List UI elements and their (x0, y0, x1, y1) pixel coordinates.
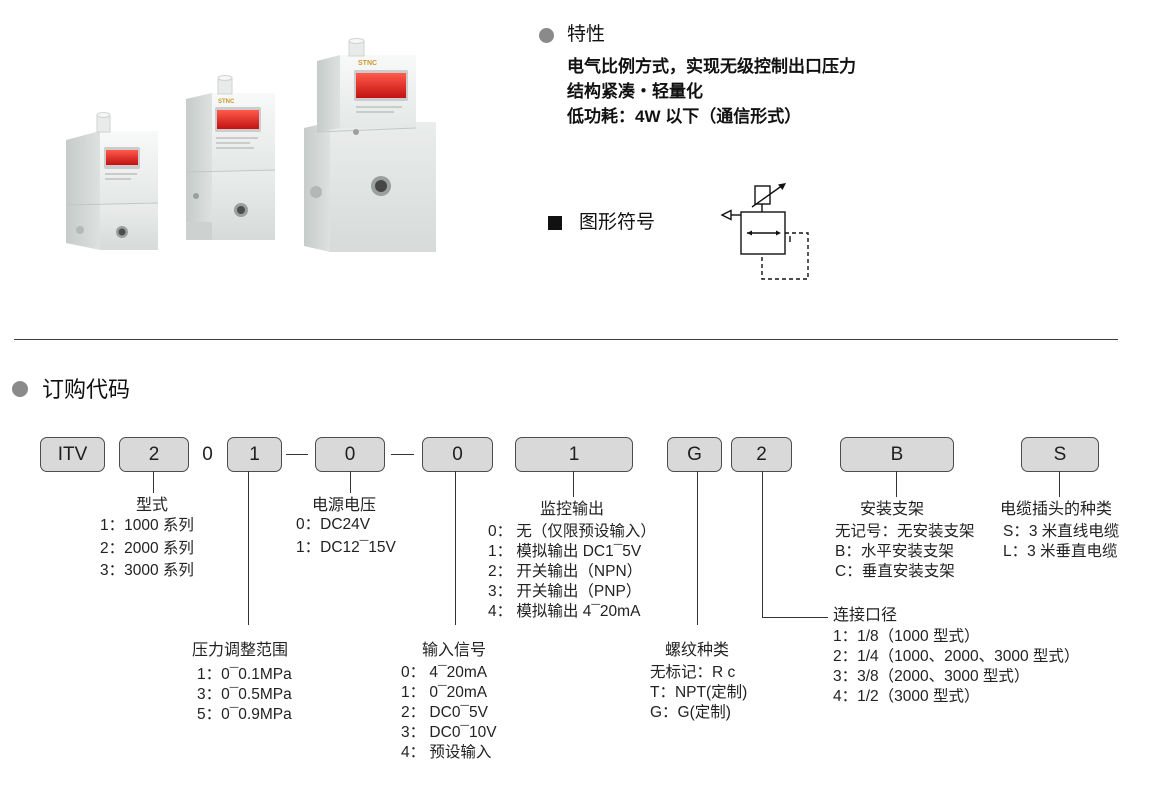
pressure-heading: 压力调整范围 (192, 642, 289, 659)
code-prefix-box: ITV (40, 437, 105, 472)
bracket-option: 无记号：无安装支架 (835, 523, 975, 540)
leader-line-port (762, 471, 763, 617)
bracket-option: B：水平安装支架 (835, 543, 954, 560)
bracket-heading: 安装支架 (860, 501, 925, 518)
code-cable-box: S (1021, 437, 1099, 472)
regulator-2000: STNC (185, 75, 276, 240)
thread-option: 无标记：R c (650, 664, 736, 681)
features-list: 电气比例方式，实现无级控制出口压力 结构紧凑・轻量化 低功耗：4W 以下（通信形… (567, 54, 856, 129)
input-options: 0： 4¯20mA 1： 0¯20mA 2： DC0¯5V 3： DC0¯10V… (401, 663, 497, 763)
cable-heading: 电缆插头的种类 (1000, 501, 1113, 518)
code-port-box: 2 (731, 437, 792, 472)
bullet-icon (12, 381, 28, 397)
input-option: 1： 0¯20mA (401, 684, 488, 701)
port-options: 1：1/8（1000 型式） 2：1/4（1000、2000、3000 型式） … (833, 627, 1079, 707)
monitor-option: 4： 模拟输出 4¯20mA (488, 603, 641, 620)
leader-line-input (455, 471, 456, 625)
model-option: 1：1000 系列 (100, 517, 194, 534)
square-bullet-icon (548, 216, 562, 230)
feature-item: 低功耗：4W 以下（通信形式） (567, 107, 802, 126)
feature-item: 电气比例方式，实现无级控制出口压力 (567, 57, 856, 76)
code-separator (286, 454, 308, 455)
code-bracket-box: B (840, 437, 954, 472)
input-option: 4： 预设输入 (401, 744, 492, 761)
leader-line-port-horizontal (762, 617, 828, 618)
port-heading: 连接口径 (833, 607, 898, 624)
pressure-option: 5：0¯0.9MPa (197, 706, 292, 723)
model-option: 2：2000 系列 (100, 539, 194, 557)
code-power-box: 0 (315, 437, 385, 472)
thread-option: T：NPT(定制) (650, 684, 748, 701)
cable-options: S：3 米直线电缆 L：3 米垂直电缆 (1003, 522, 1119, 562)
power-option: 0：DC24V (296, 516, 371, 533)
model-option: 3：3000 系列 (100, 562, 194, 579)
product-photo: STNC STNC (65, 38, 436, 252)
port-option: 4：1/2（3000 型式） (833, 688, 980, 705)
code-fixed-digit: 0 (202, 444, 213, 465)
symbol-title: 图形符号 (579, 212, 656, 233)
cable-option: S：3 米直线电缆 (1003, 523, 1120, 540)
leader-line-cable (1059, 471, 1060, 497)
input-option: 0： 4¯20mA (401, 664, 488, 681)
monitor-option: 3： 开关输出（PNP） (488, 583, 642, 600)
monitor-option: 2： 开关输出（NPN） (488, 563, 643, 580)
thread-options: 无标记：R c T：NPT(定制) G：G(定制) (650, 663, 747, 723)
code-separator (391, 454, 414, 455)
features-title: 特性 (567, 24, 606, 45)
monitor-heading: 监控输出 (540, 501, 605, 518)
input-option: 2： DC0¯5V (401, 704, 488, 721)
leader-line-monitor (573, 471, 574, 497)
model-options: 1：1000 系列 2：2000 系列 3：3000 系列 (100, 515, 194, 583)
led-display (106, 150, 138, 165)
pneumatic-symbol-diagram (720, 183, 809, 280)
code-pressure-box: 1 (227, 437, 282, 472)
bracket-options: 无记号：无安装支架 B：水平安装支架 C：垂直安装支架 (835, 522, 975, 582)
leader-line-bracket (896, 471, 897, 497)
monitor-option: 0： 无（仅限预设输入） (488, 523, 656, 540)
code-model-box: 2 (119, 437, 189, 472)
brand-logo: STNC (218, 99, 235, 105)
leader-line-power (350, 471, 351, 493)
port-option: 3：3/8（2000、3000 型式） (833, 668, 1030, 685)
port-option: 2：1/4（1000、2000、3000 型式） (833, 648, 1080, 665)
bracket-option: C：垂直安装支架 (835, 563, 955, 580)
section-divider (14, 339, 1118, 340)
thread-option: G：G(定制) (650, 704, 731, 721)
power-heading: 电源电压 (312, 497, 377, 514)
bullet-icon (539, 28, 554, 43)
pressure-options: 1：0¯0.1MPa 3：0¯0.5MPa 5：0¯0.9MPa (197, 665, 292, 725)
regulator-1000 (65, 112, 159, 250)
code-thread-box: G (667, 437, 722, 472)
power-option: 1：DC12¯15V (296, 538, 396, 556)
monitor-option: 1： 模拟输出 DC1¯5V (488, 543, 642, 560)
pressure-option: 3：0¯0.5MPa (197, 686, 292, 703)
feature-item: 结构紧凑・轻量化 (567, 82, 703, 101)
code-monitor-box: 1 (515, 437, 633, 472)
thread-heading: 螺纹种类 (665, 642, 730, 659)
model-heading: 型式 (136, 497, 169, 514)
leader-line-pressure (248, 471, 249, 625)
brand-logo: STNC (358, 60, 377, 67)
leader-line-thread (697, 471, 698, 625)
ordering-title: 订购代码 (42, 377, 131, 402)
port-option: 1：1/8（1000 型式） (833, 628, 980, 645)
input-option: 3： DC0¯10V (401, 724, 497, 741)
code-input-box: 0 (422, 437, 493, 472)
leader-line-model (153, 471, 154, 493)
input-heading: 输入信号 (422, 642, 487, 659)
pressure-option: 1：0¯0.1MPa (197, 666, 292, 683)
led-display (217, 110, 259, 129)
led-display (356, 73, 406, 98)
monitor-options: 0： 无（仅限预设输入） 1： 模拟输出 DC1¯5V 2： 开关输出（NPN）… (488, 522, 656, 622)
cable-option: L：3 米垂直电缆 (1003, 543, 1118, 560)
regulator-3000: STNC (304, 38, 436, 252)
power-options: 0：DC24V 1：DC12¯15V (296, 514, 396, 559)
